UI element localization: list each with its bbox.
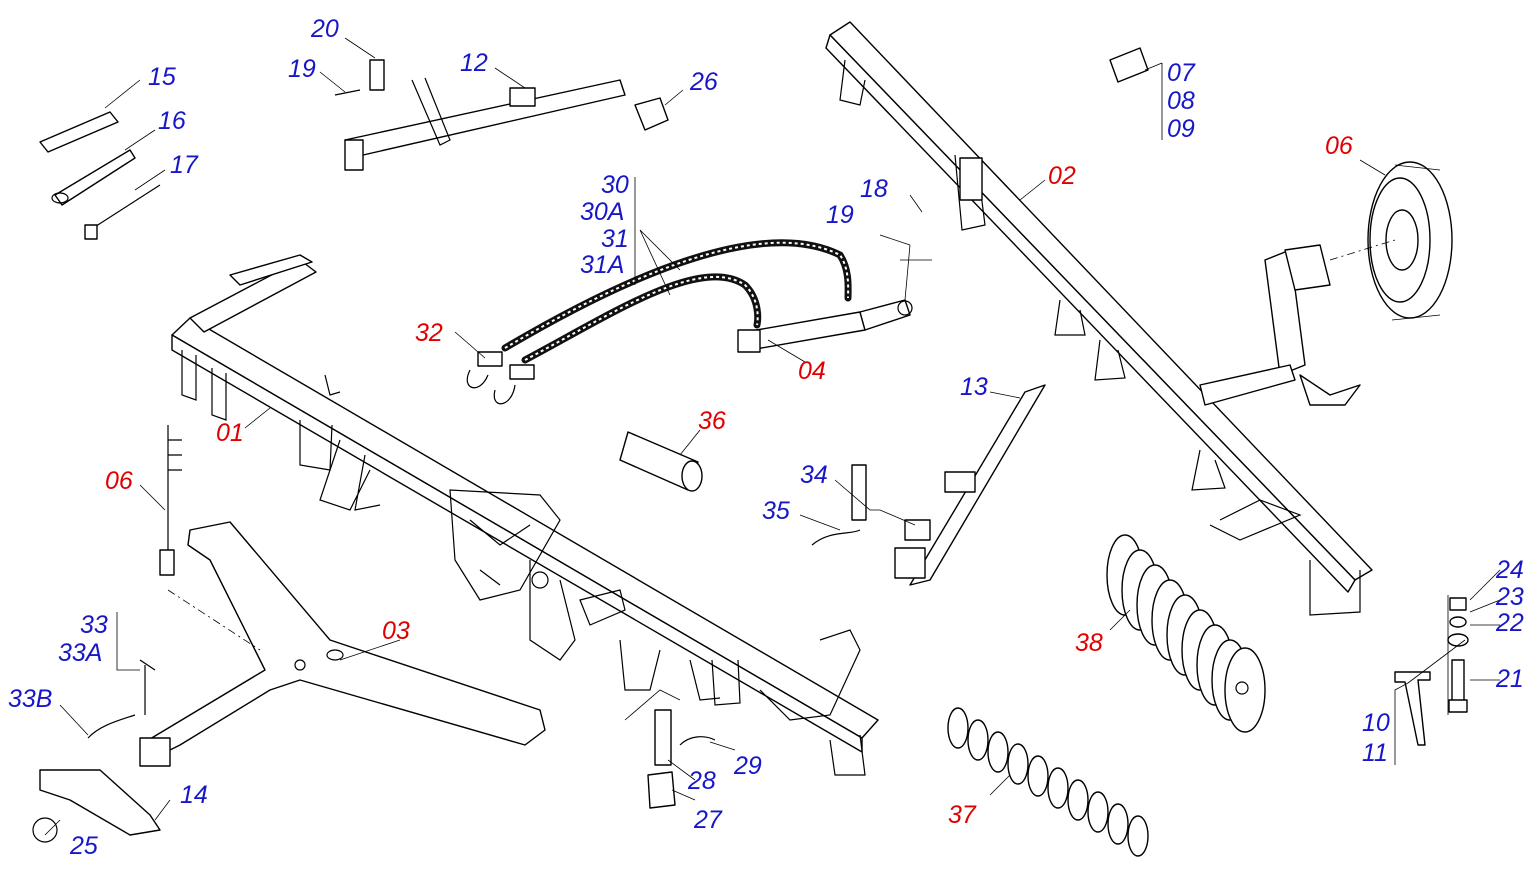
label-part-31: 31 — [601, 225, 629, 253]
label-part-33: 33 — [80, 611, 108, 639]
label-part-25: 25 — [70, 832, 98, 860]
part-36-sleeve — [619, 431, 703, 492]
label-part-33a: 33A — [58, 639, 103, 667]
label-part-03: 03 — [382, 617, 410, 645]
part-13-support-bar — [894, 384, 1046, 586]
label-part-32: 32 — [415, 319, 443, 347]
label-part-17: 17 — [170, 151, 198, 179]
part-02-rear-beam — [825, 21, 1373, 616]
label-part-04: 04 — [798, 357, 826, 385]
label-part-06-wheel: 06 — [1325, 132, 1353, 160]
label-part-28: 28 — [688, 767, 716, 795]
label-part-37: 37 — [948, 801, 976, 829]
part-15-16-17-brackets — [39, 111, 161, 240]
label-part-09: 09 — [1167, 115, 1195, 143]
label-part-16: 16 — [158, 107, 186, 135]
label-part-19-cylinder: 19 — [826, 201, 854, 229]
label-part-11: 11 — [1362, 739, 1388, 767]
label-part-27: 27 — [694, 806, 722, 834]
label-part-21: 21 — [1496, 665, 1524, 693]
label-part-19-top: 19 — [288, 55, 316, 83]
label-part-01: 01 — [216, 419, 244, 447]
label-part-35: 35 — [762, 497, 790, 525]
part-14-hitch-plate — [32, 769, 161, 843]
label-part-15: 15 — [148, 63, 176, 91]
label-part-18: 18 — [860, 175, 888, 203]
label-part-33b: 33B — [8, 685, 53, 713]
part-03-drawbar — [139, 521, 546, 767]
part-34-pin — [811, 464, 867, 546]
label-part-14: 14 — [180, 781, 208, 809]
part-wheel-arm — [1199, 244, 1361, 406]
part-32-quick-couplers — [466, 351, 535, 405]
part-30-31-hoses — [501, 239, 852, 364]
label-part-20: 20 — [311, 15, 339, 43]
part-21-24-bolt-set — [1447, 597, 1469, 713]
label-part-08: 08 — [1167, 87, 1195, 115]
label-part-10: 10 — [1362, 709, 1390, 737]
label-part-31a: 31A — [580, 251, 625, 279]
label-part-07: 07 — [1167, 59, 1195, 87]
label-part-38: 38 — [1075, 629, 1103, 657]
part-12-hitch-bar — [334, 59, 669, 171]
part-37-disc-gang — [947, 707, 1149, 857]
label-part-12: 12 — [460, 49, 488, 77]
label-part-30a: 30A — [580, 198, 625, 226]
leader-lines — [44, 37, 1501, 836]
part-38-roller — [1106, 534, 1266, 733]
label-part-13: 13 — [960, 373, 988, 401]
label-part-36: 36 — [698, 407, 726, 435]
part-10-11-tine — [1394, 671, 1431, 746]
label-part-34: 34 — [800, 461, 828, 489]
label-part-06-jack: 06 — [105, 467, 133, 495]
part-06-wheel — [1329, 161, 1453, 321]
label-part-02: 02 — [1048, 162, 1076, 190]
part-04-hydraulic-cylinder — [737, 299, 913, 353]
part-06-jack-stand — [159, 425, 261, 651]
label-part-30: 30 — [601, 171, 629, 199]
part-33-pin — [87, 659, 156, 739]
part-27-28-bushing-pin — [647, 709, 716, 809]
label-part-23: 23 — [1496, 583, 1524, 611]
label-part-29: 29 — [734, 752, 762, 780]
label-part-22: 22 — [1496, 609, 1524, 637]
part-07-clamp — [1109, 47, 1149, 83]
label-part-24: 24 — [1496, 556, 1524, 584]
part-01-main-frame — [171, 254, 879, 776]
label-part-26: 26 — [690, 68, 718, 96]
